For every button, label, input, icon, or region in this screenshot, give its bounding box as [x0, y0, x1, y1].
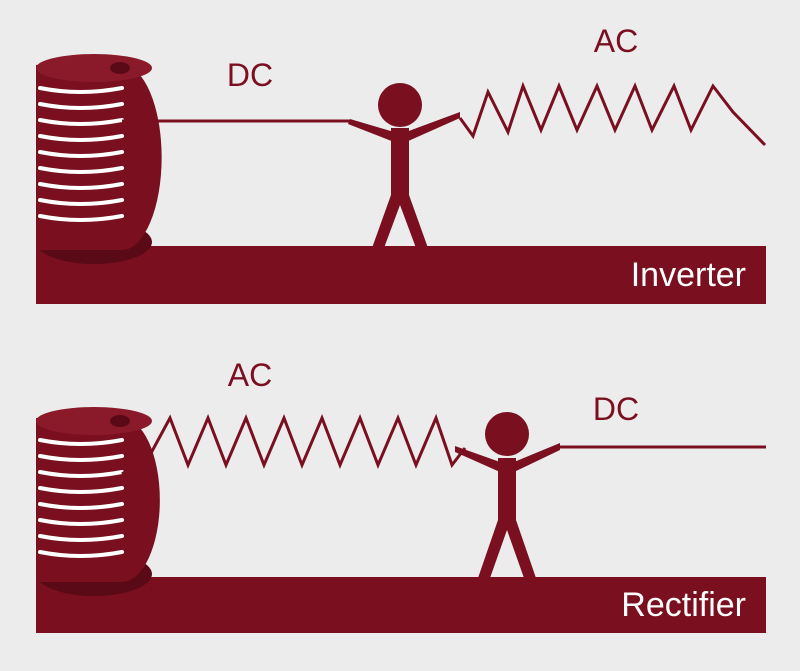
inverter-ac-wave	[458, 81, 767, 147]
stick-figure-icon	[455, 412, 560, 578]
inverter-base-bar	[36, 246, 766, 304]
rectifier-base-bar	[36, 577, 766, 633]
inverter-input-label: DC	[227, 57, 273, 93]
stick-figure-icon	[348, 83, 460, 248]
inverter-bar-label: Inverter	[631, 256, 746, 294]
rectifier-output-label: DC	[593, 391, 639, 427]
coil-spool-icon	[36, 54, 162, 264]
inverter-output-label: AC	[594, 23, 638, 59]
coil-spool-icon	[36, 407, 160, 596]
rectifier-panel: Rectifier AC	[36, 357, 766, 633]
rectifier-bar-label: Rectifier	[621, 586, 746, 624]
rectifier-input-label: AC	[228, 357, 272, 393]
rectifier-ac-wave	[121, 413, 467, 476]
inverter-panel: Inverter DC	[36, 23, 767, 304]
